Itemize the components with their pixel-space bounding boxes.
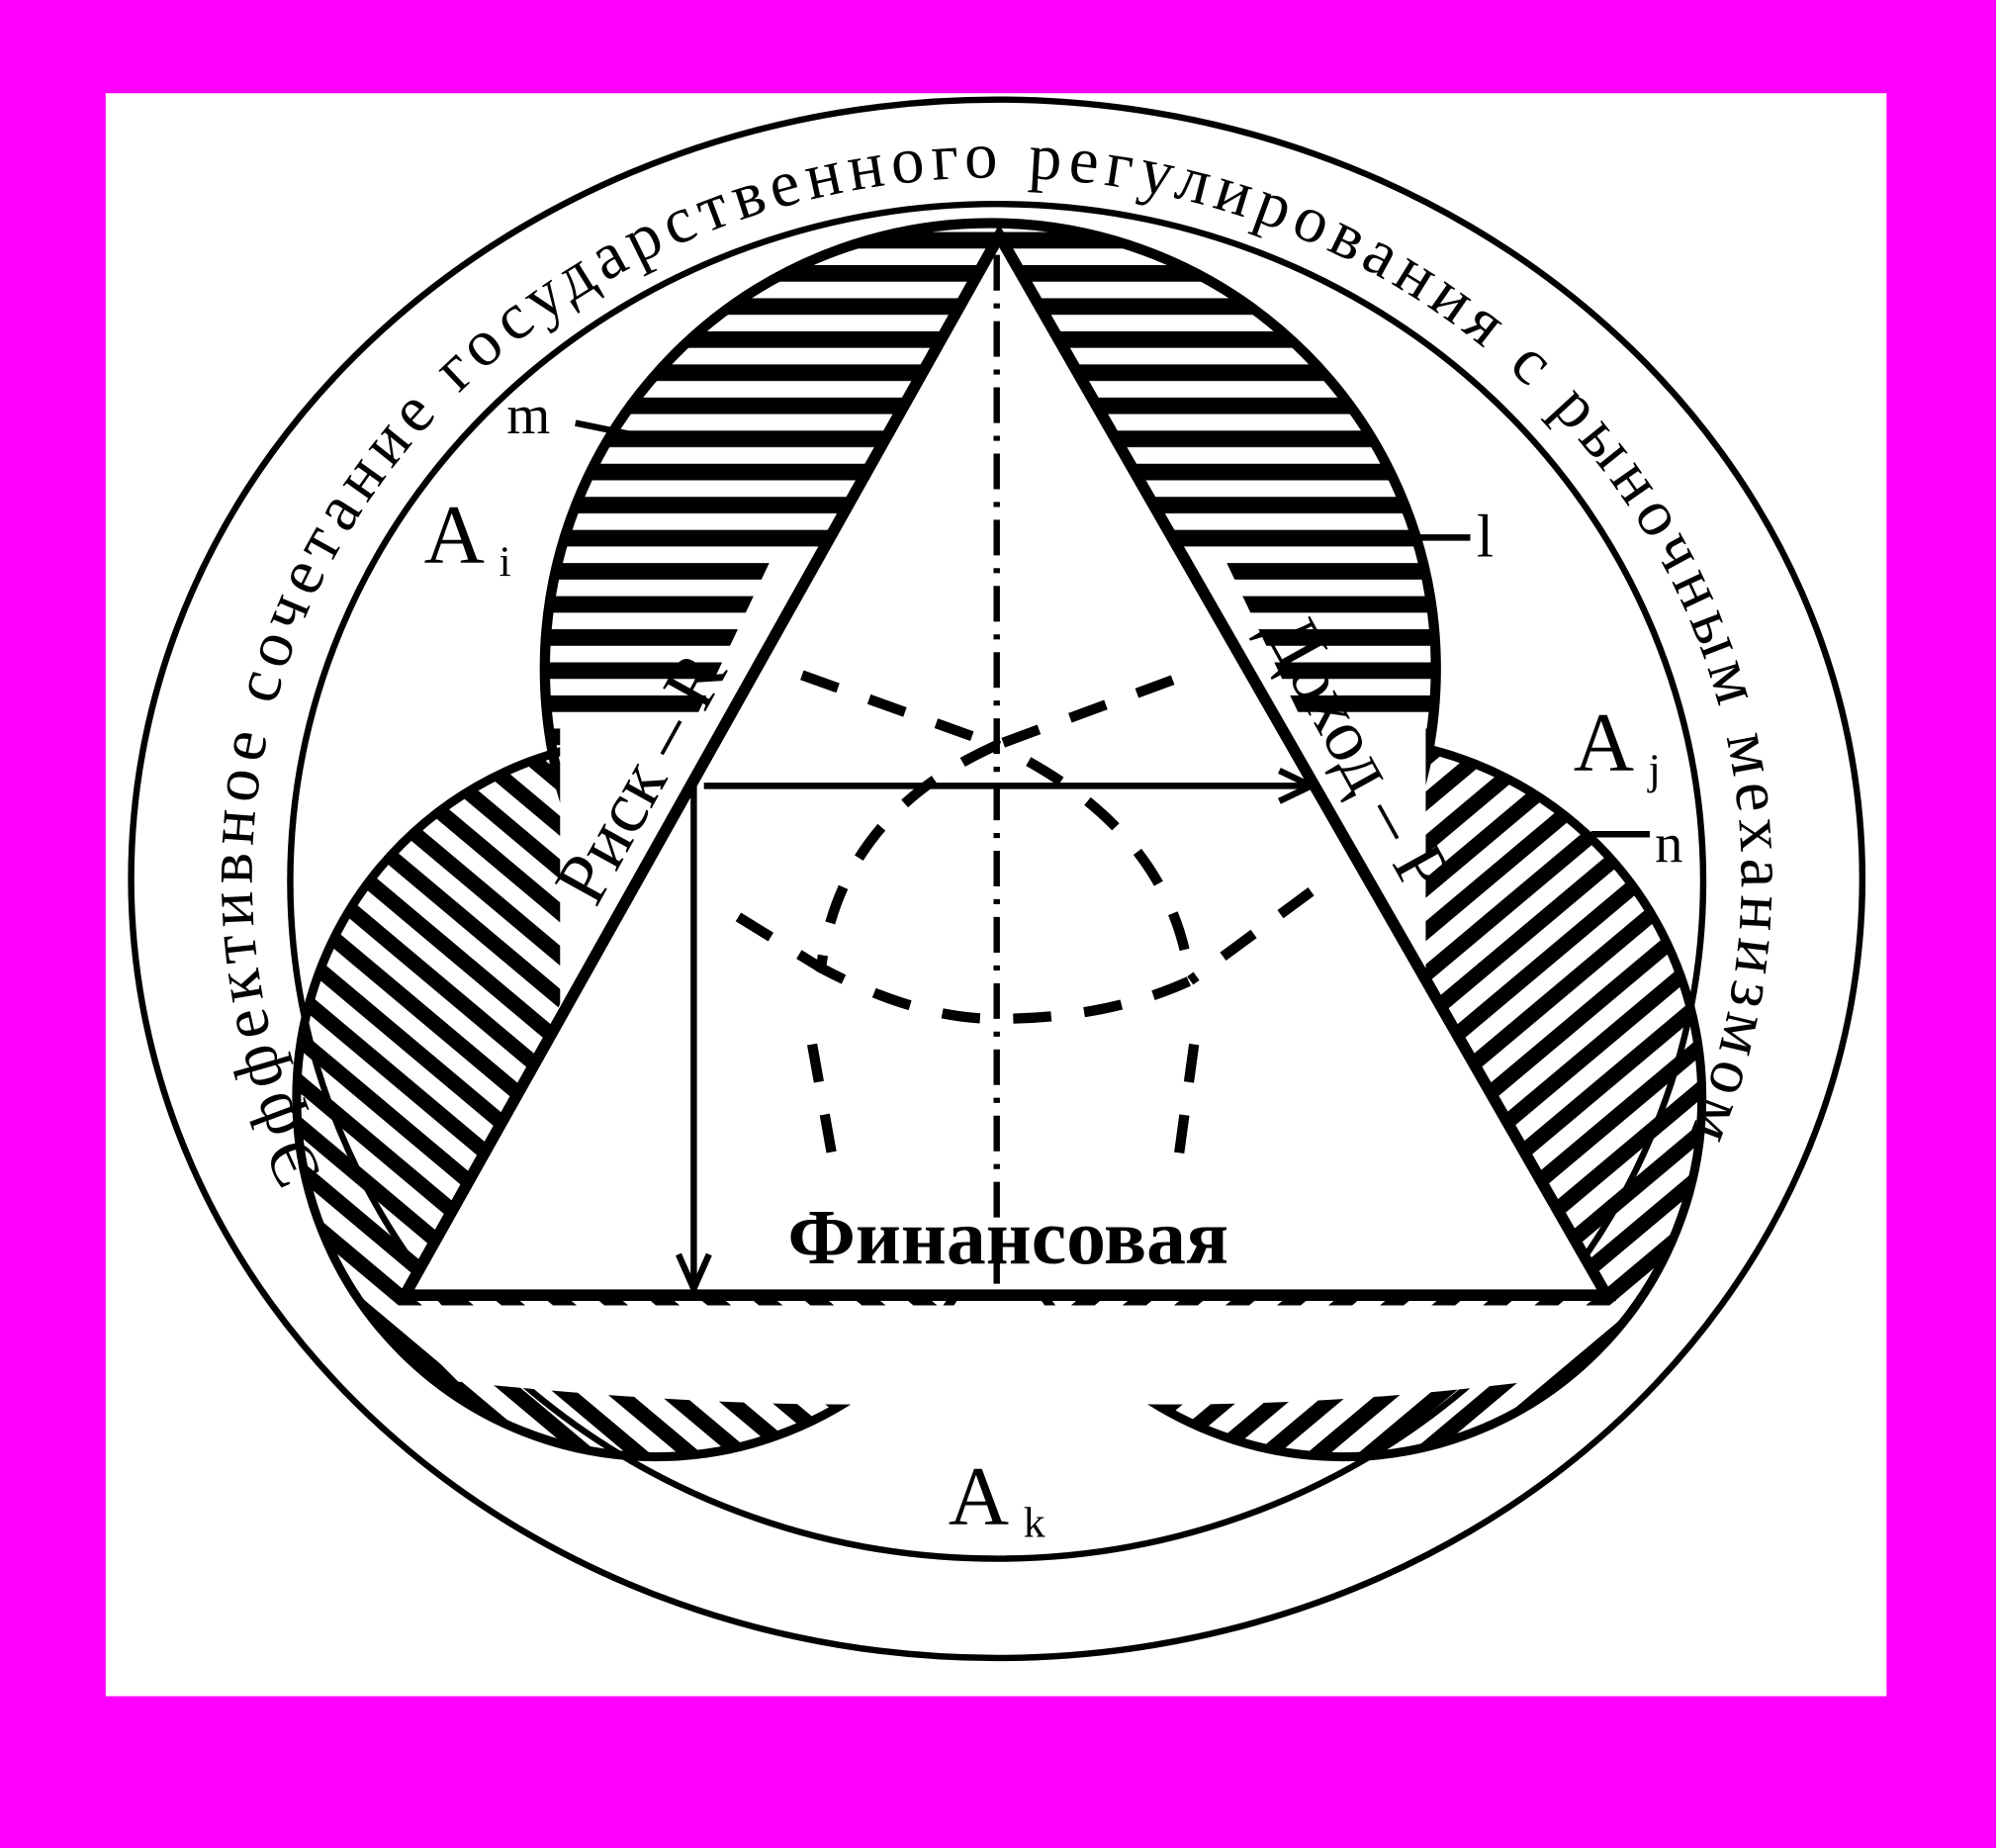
label-aj: A xyxy=(1574,696,1634,789)
label-ak: A xyxy=(949,1450,1009,1543)
inner-ring xyxy=(287,200,1707,1562)
base-label: Финансовая xyxy=(787,1194,1228,1281)
finance-frame xyxy=(676,768,1319,1297)
label-l: l xyxy=(1477,504,1494,571)
label-ai: A xyxy=(424,489,485,582)
outer-ring xyxy=(128,96,1866,1662)
dashed-figures xyxy=(735,664,1315,1166)
label-ak-sub: k xyxy=(1024,1500,1045,1547)
label-aj-sub: j xyxy=(1647,746,1661,793)
label-m: m xyxy=(506,385,550,446)
triangle xyxy=(395,224,1617,1301)
pointer-m xyxy=(575,419,676,447)
label-ai-sub: i xyxy=(499,538,511,586)
label-n: n xyxy=(1655,814,1682,876)
